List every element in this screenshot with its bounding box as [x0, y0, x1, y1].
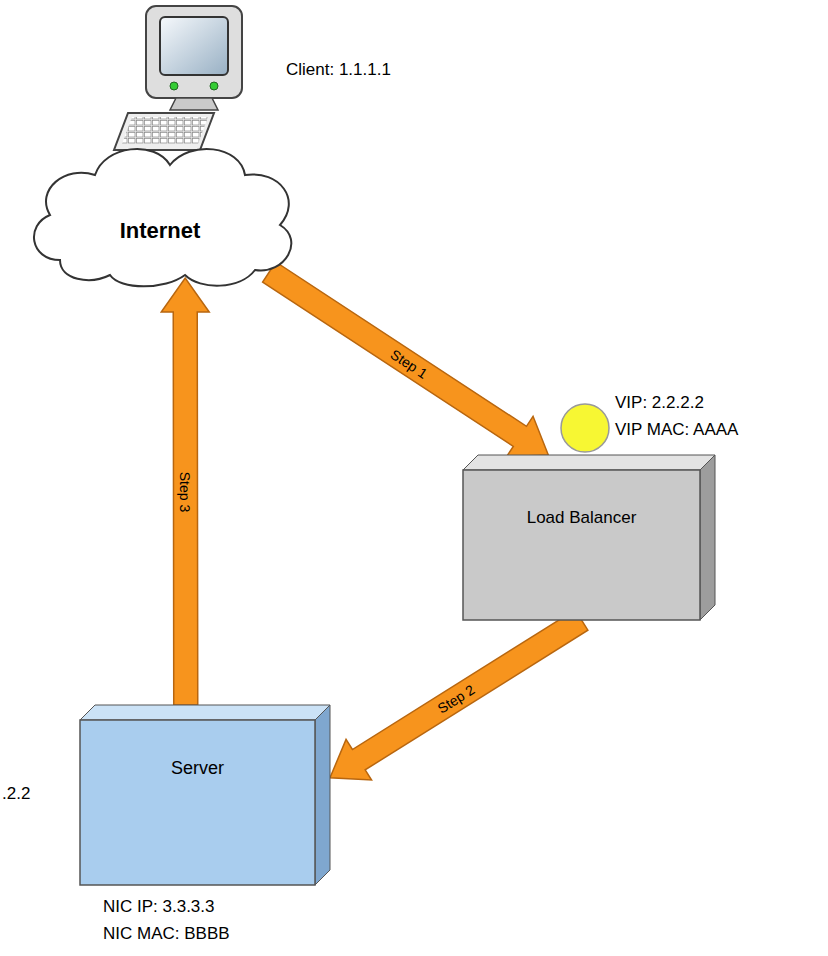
- vip-label: VIP MAC: AAAA: [615, 420, 738, 440]
- node-text: Internet: [20, 218, 300, 244]
- flow-arrow: [330, 610, 588, 780]
- box-top-face: [80, 705, 330, 720]
- address-label: NIC MAC: BBBB: [103, 924, 230, 944]
- box-top-face: [463, 455, 715, 470]
- step-label: Step 3: [177, 469, 193, 514]
- node-text: Server: [80, 758, 315, 779]
- flow-arrow: [161, 278, 209, 705]
- box-front-face: [463, 470, 700, 620]
- vip-label: VIP: 2.2.2.2: [615, 393, 704, 413]
- box-side-face: [700, 455, 715, 620]
- vip-port-circle: [561, 404, 609, 452]
- node-text: Client: 1.1.1.1: [286, 60, 456, 80]
- cloud-shape: [34, 149, 291, 286]
- flow-arrow: [263, 262, 549, 456]
- box-outline: [80, 720, 315, 885]
- device-box: Server: [80, 720, 315, 885]
- address-label: .2.2: [2, 784, 30, 804]
- node-text: Load Balancer: [463, 508, 700, 528]
- client-label-node: Client: 1.1.1.1: [286, 60, 456, 88]
- box-side-face: [315, 705, 330, 885]
- cloud-outline: [20, 130, 300, 290]
- cloud-node: Internet: [20, 130, 300, 290]
- client-computer: [114, 6, 242, 150]
- device-box: Load Balancer: [463, 470, 700, 620]
- address-label: NIC IP: 3.3.3.3: [103, 897, 215, 917]
- box-front-face: [80, 720, 315, 885]
- box-outline: [463, 470, 700, 620]
